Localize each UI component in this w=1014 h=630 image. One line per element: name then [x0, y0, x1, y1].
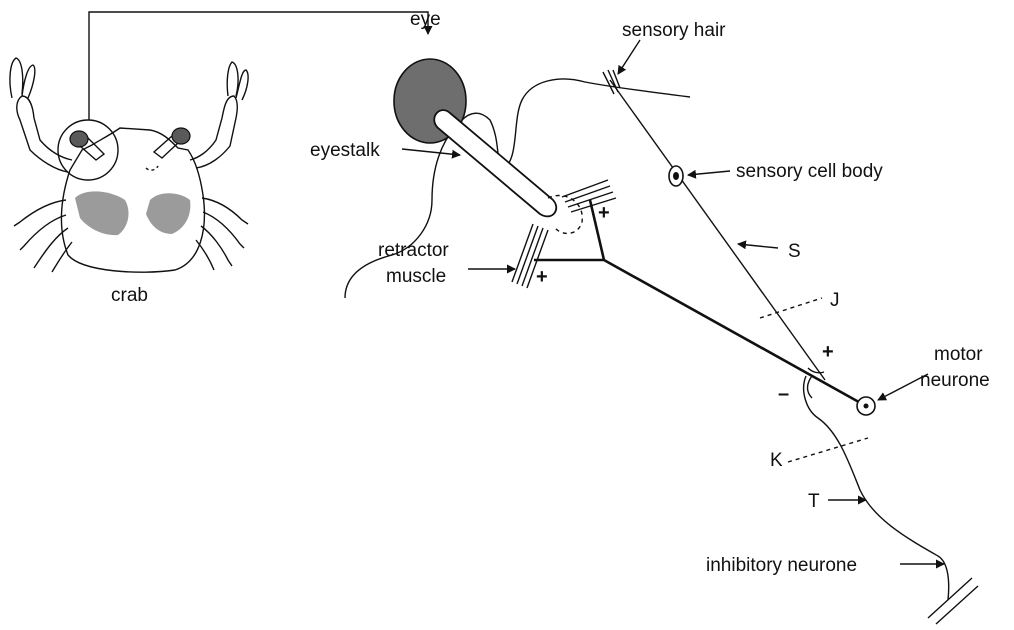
crab-right-leg-2 [203, 212, 244, 248]
crab-right-eye [172, 128, 190, 144]
crab-right-leg-1 [202, 198, 248, 224]
retractor-label-line2: muscle [386, 266, 446, 287]
cut-line-k [788, 438, 868, 462]
crab-right-arm [190, 96, 237, 168]
sensory-hair-label: sensory hair [622, 20, 726, 41]
minus-sign-synapse: – [778, 383, 789, 405]
cut-line-j [760, 298, 822, 318]
excitatory-synapse [808, 368, 824, 373]
crab-marking-left [75, 191, 129, 235]
sensory-neurone [610, 80, 825, 380]
eye-label: eye [410, 9, 441, 30]
sensory-cell-pointer [688, 171, 730, 175]
inhibitory-terminal [928, 578, 978, 624]
sensory-cell-body-label: sensory cell body [736, 161, 883, 182]
plus-sign-synapse: + [822, 341, 834, 363]
eyestalk-pointer [402, 149, 460, 155]
crab-left-arm [17, 96, 72, 172]
crab-marking-right [146, 193, 190, 234]
motor-neurone-nucleus [864, 404, 869, 409]
k-label: K [770, 450, 783, 471]
sensory-cell-nucleus [673, 172, 679, 180]
motor-neurone-axon [534, 200, 866, 406]
crab-right-claw [227, 62, 248, 100]
crab-eyestalk-dashed [146, 166, 158, 170]
sensory-hair-pointer [618, 40, 640, 74]
j-label: J [830, 290, 840, 311]
eyestalk-label: eyestalk [310, 140, 380, 161]
zoom-connector-arrow [89, 12, 428, 120]
motor-label-line1: motor [934, 344, 983, 365]
crab-drawing [10, 58, 248, 272]
crab-right-leg-4 [196, 240, 214, 270]
plus-sign-upper: + [598, 202, 610, 224]
crab-label: crab [111, 285, 148, 306]
t-label: T [808, 491, 820, 512]
crab-left-leg-1 [14, 200, 66, 226]
magnifier-circle [58, 120, 118, 180]
crab-left-leg-2 [20, 215, 66, 250]
s-label: S [788, 241, 801, 262]
retractor-label-line1: retractor [378, 240, 449, 261]
crab-left-eye [70, 131, 88, 147]
motor-label-line2: neurone [920, 370, 990, 391]
crab-left-claw [10, 58, 35, 98]
crab-right-leg-3 [201, 226, 232, 266]
inhibitory-neurone-label: inhibitory neurone [706, 555, 857, 576]
eyestalk [434, 110, 556, 216]
inhibitory-synapse [808, 376, 813, 398]
s-pointer [738, 244, 778, 248]
plus-sign-lower: + [536, 266, 548, 288]
